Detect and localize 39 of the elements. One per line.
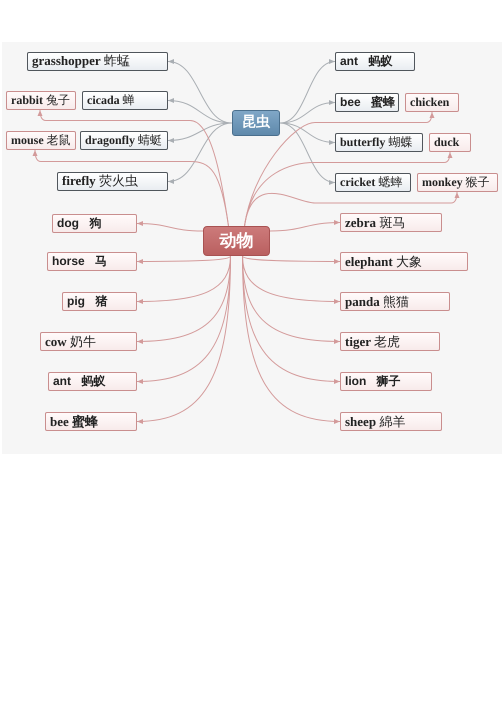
connector-arrow: [136, 256, 231, 424]
subtopic-box: monkey 猴子: [417, 173, 498, 192]
subtopic-box: cow 奶牛: [40, 332, 137, 351]
subtopic-box: firefly 荧火虫: [57, 172, 168, 191]
subtopic-box: ant 蚂蚁: [48, 372, 137, 391]
subtopic-box: zebra 斑马: [340, 213, 442, 232]
subtopic-box: butterfly 蝴蝶: [335, 133, 423, 152]
subtopic-box: bee 蜜蜂: [335, 93, 399, 112]
subtopic-box: rabbit 兔子: [6, 91, 76, 110]
subtopic-box: elephant 大象: [340, 252, 468, 271]
connector-arrow: [136, 221, 204, 232]
connector-arrow: [280, 122, 336, 184]
subtopic-box: duck: [429, 133, 471, 152]
main-topic-box: 昆虫: [232, 110, 280, 136]
subtopic-box: grasshopper 蚱蜢: [27, 52, 168, 71]
connector-arrow: [270, 220, 340, 232]
subtopic-box: panda 熊猫: [340, 292, 450, 311]
subtopic-box: mouse 老鼠: [6, 131, 76, 150]
subtopic-box: cricket 蟋蟀: [335, 173, 411, 192]
subtopic-box: sheep 綿羊: [340, 412, 442, 431]
subtopic-box: lion 狮子: [340, 372, 432, 391]
subtopic-box: dragonfly 蜻蜓: [80, 131, 168, 150]
subtopic-box: tiger 老虎: [340, 332, 440, 351]
connector-arrow: [244, 192, 460, 226]
subtopic-box: pig 猪: [62, 292, 137, 311]
subtopic-box: bee 蜜蜂: [45, 412, 137, 431]
main-topic-box: 动物: [203, 226, 270, 256]
connector-arrow: [242, 256, 340, 424]
connector-arrow: [136, 256, 231, 264]
connector-arrow: [242, 256, 340, 264]
subtopic-box: cicada 蝉: [82, 91, 168, 110]
subtopic-box: ant 蚂蚁: [335, 52, 415, 71]
subtopic-box: chicken: [405, 93, 459, 112]
connector-arrow: [280, 60, 336, 124]
connector-arrow: [280, 122, 336, 145]
subtopic-box: horse 马: [47, 252, 137, 271]
subtopic-box: dog 狗: [52, 214, 137, 233]
connector-arrow: [168, 122, 232, 184]
connector-arrow: [32, 150, 229, 226]
